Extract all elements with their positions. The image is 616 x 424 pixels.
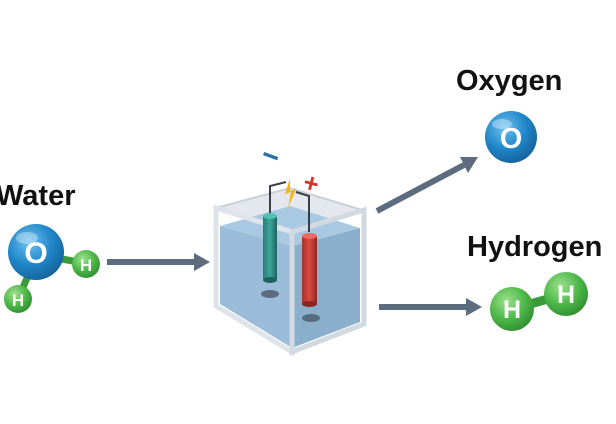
water-oxygen-symbol: O [24, 237, 47, 270]
arrow-water-to-cell [107, 253, 210, 271]
water-hydrogen-atom-left: H [4, 285, 32, 313]
wire-anode [295, 191, 310, 232]
water-hydrogen-symbol-right: H [80, 256, 92, 275]
arrow-cell-to-hydrogen [379, 298, 482, 316]
hydrogen-atom-left: H [490, 287, 534, 331]
cathode-electrode [263, 213, 277, 283]
anode-electrode [302, 233, 317, 307]
electrolysis-cell: − + [212, 138, 367, 357]
cell-glass-right [289, 206, 367, 356]
wire-cathode [269, 181, 287, 214]
water-molecule: O H H [4, 224, 100, 313]
water-oxygen-atom: O [8, 224, 64, 280]
oxygen-symbol: O [500, 123, 523, 155]
negative-sign: − [257, 138, 285, 175]
hydrogen-symbol-left: H [503, 296, 521, 324]
hydrogen-molecule: H H [490, 272, 588, 331]
hydrogen-label: Hydrogen [467, 231, 603, 263]
cell-water-surface [220, 206, 360, 246]
positive-sign: + [300, 167, 322, 200]
water-hydrogen-symbol-left: H [12, 291, 24, 310]
hydrogen-symbol-right: H [557, 281, 575, 309]
arrow-cell-to-oxygen [375, 157, 478, 214]
hydrogen-atom-right: H [544, 272, 588, 316]
water-hydrogen-atom-right: H [72, 250, 100, 278]
oxygen-molecule: O [485, 111, 537, 163]
spark-icon [285, 178, 296, 208]
oxygen-label: Oxygen [456, 65, 563, 97]
water-label: Water [0, 180, 76, 212]
